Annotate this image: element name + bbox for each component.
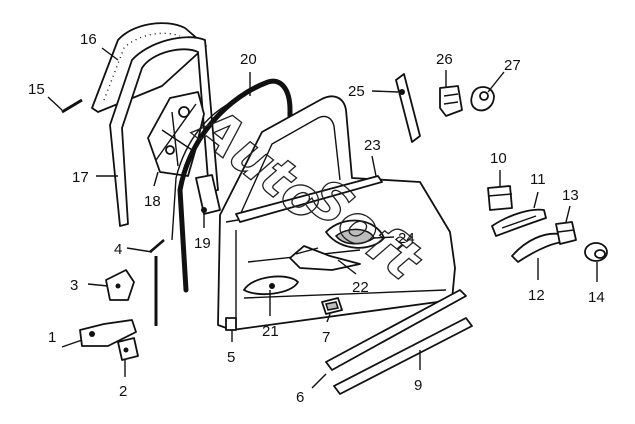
part-check-rod [149,239,165,326]
part-outer-seal [171,78,293,293]
part-speaker-cover [243,275,299,296]
callout-23: 23 [364,137,381,154]
callout-27: 27 [504,57,521,74]
part-trim-clip [321,297,343,315]
part-small-block [555,221,577,245]
callout-15: 15 [28,81,45,98]
part-sill-strip [325,289,467,371]
callout-4: 4 [114,241,122,258]
callout-21: 21 [262,323,279,340]
callout-14: 14 [588,289,605,306]
callout-5: 5 [227,349,235,366]
callout-11: 11 [530,171,546,188]
callout-12: 12 [528,287,545,304]
part-belt-moulding [235,175,383,223]
callout-10: 10 [490,150,507,167]
callout-13: 13 [562,187,579,204]
callout-25: 25 [348,83,365,100]
callout-24: 24 [398,230,415,247]
part-clip [470,86,495,112]
callout-20: 20 [240,51,257,68]
part-rear-channel [109,36,219,227]
part-outer-handle [491,208,547,237]
part-edge-clip [225,317,237,331]
callout-2: 2 [119,383,127,400]
callout-17: 17 [72,169,89,186]
part-lower-hinge [79,319,137,347]
callout-3: 3 [70,277,78,294]
leader-lines [47,47,598,389]
callout-22: 22 [352,279,369,296]
part-weatherstrip-piece [395,73,421,143]
callout-6: 6 [296,389,304,406]
callout-1: 1 [48,329,56,346]
part-screw [61,98,83,114]
part-lower-moulding [333,317,473,395]
part-door-shell [217,95,456,331]
part-pull-handle [511,232,563,263]
callout-19: 19 [194,235,211,252]
callout-16: 16 [80,31,97,48]
callout-9: 9 [414,377,422,394]
part-bracket [195,174,221,215]
part-hinge-pin [117,337,139,361]
part-lock-actuator [439,85,463,117]
callout-labels: 1 2 3 4 5 6 7 9 10 11 12 13 14 15 16 17 … [28,31,605,406]
part-bushing [584,242,608,262]
callout-26: 26 [436,51,453,68]
part-upper-hinge [105,269,135,301]
callout-7: 7 [322,329,330,346]
part-cap [487,185,513,211]
callout-18: 18 [144,193,161,210]
